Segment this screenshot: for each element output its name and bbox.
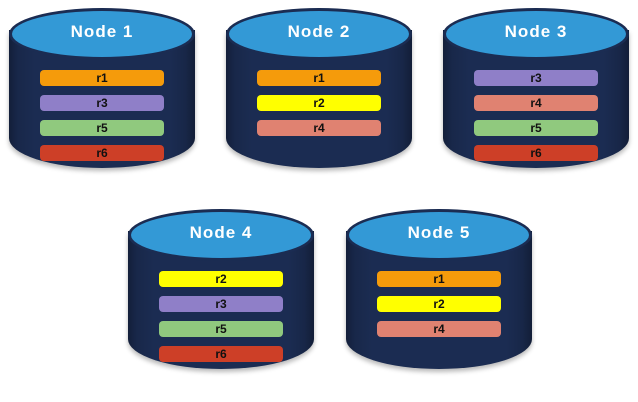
replica-bar[interactable]: r3 [159, 296, 283, 312]
node-label: Node 4 [189, 223, 253, 242]
replica-bar[interactable]: r2 [257, 95, 381, 111]
replica-bar[interactable]: r6 [159, 346, 283, 362]
database-node-5[interactable]: Node 5 r1 r2 r4 [346, 209, 532, 391]
replica-bar[interactable]: r3 [474, 70, 598, 86]
replica-bar[interactable]: r1 [377, 271, 501, 287]
database-node-2[interactable]: Node 2 r1 r2 r4 [226, 8, 412, 190]
replica-bar[interactable]: r1 [257, 70, 381, 86]
replica-bar[interactable]: r5 [40, 120, 164, 136]
node-label: Node 1 [70, 22, 134, 41]
node-label: Node 2 [287, 22, 351, 41]
replica-bar[interactable]: r2 [159, 271, 283, 287]
replica-list: r1 r3 r5 r6 [40, 70, 164, 161]
cylinder-top-icon [9, 8, 195, 60]
replica-list: r2 r3 r5 r6 [159, 271, 283, 362]
replica-bar[interactable]: r5 [159, 321, 283, 337]
replica-bar[interactable]: r6 [40, 145, 164, 161]
cylinder-top-icon [443, 8, 629, 60]
cylinder-top-icon [128, 209, 314, 261]
replica-bar[interactable]: r4 [377, 321, 501, 337]
node-label: Node 5 [407, 223, 471, 242]
cylinder-top-icon [346, 209, 532, 261]
replica-list: r1 r2 r4 [377, 271, 501, 337]
replica-bar[interactable]: r4 [474, 95, 598, 111]
database-node-3[interactable]: Node 3 r3 r4 r5 r6 [443, 8, 629, 190]
cylinder-top-icon [226, 8, 412, 60]
database-node-4[interactable]: Node 4 r2 r3 r5 r6 [128, 209, 314, 391]
replica-bar[interactable]: r4 [257, 120, 381, 136]
replica-bar[interactable]: r1 [40, 70, 164, 86]
replica-bar[interactable]: r6 [474, 145, 598, 161]
node-label: Node 3 [504, 22, 568, 41]
replica-bar[interactable]: r2 [377, 296, 501, 312]
replica-bar[interactable]: r5 [474, 120, 598, 136]
replica-list: r3 r4 r5 r6 [474, 70, 598, 161]
replica-bar[interactable]: r3 [40, 95, 164, 111]
database-node-1[interactable]: Node 1 r1 r3 r5 r6 [9, 8, 195, 190]
replica-list: r1 r2 r4 [257, 70, 381, 136]
